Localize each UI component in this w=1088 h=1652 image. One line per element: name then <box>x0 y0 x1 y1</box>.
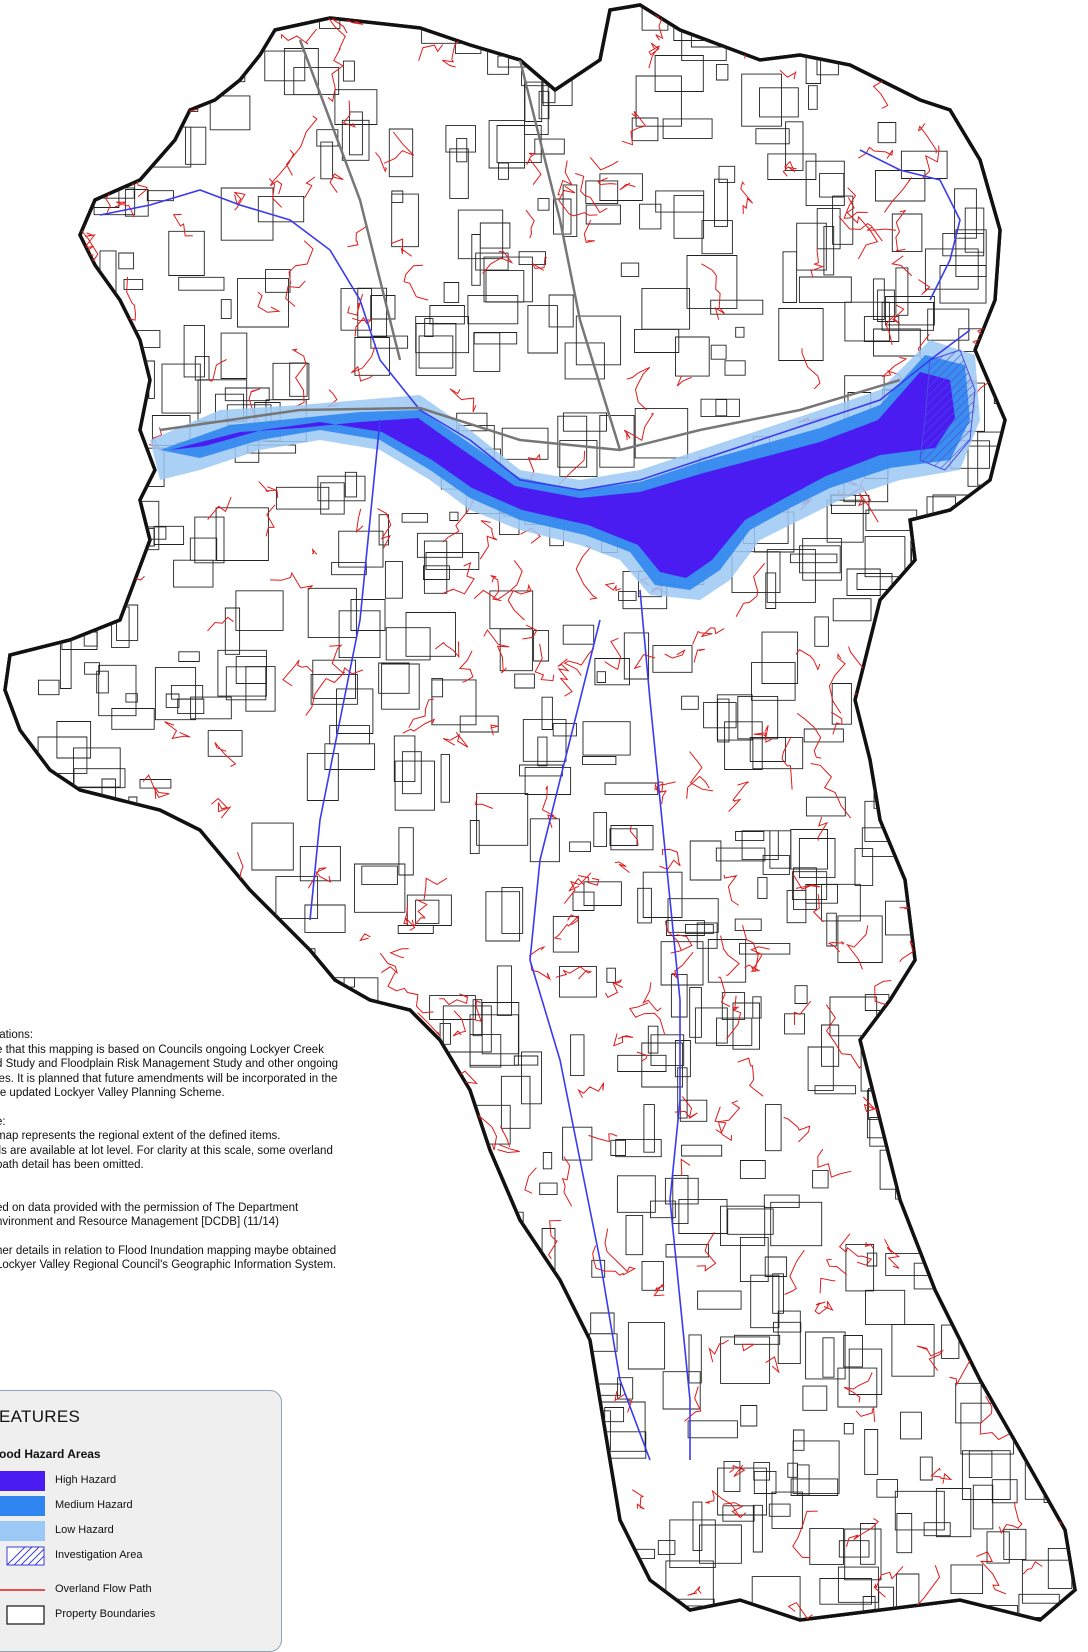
region-outline <box>3 3 1077 1622</box>
legend-subtitle: ood Hazard Areas <box>0 1447 101 1461</box>
low-hazard-swatch <box>0 1521 45 1541</box>
note-line: map represents the regional extent of th… <box>0 1130 281 1142</box>
flood-hazard-zones <box>150 340 980 600</box>
map-legend: EATURES ood Hazard Areas High Hazard Med… <box>0 1390 282 1652</box>
high-hazard-swatch <box>0 1471 45 1491</box>
note-line: Lockyer Valley Regional Council's Geogra… <box>0 1259 337 1271</box>
investigation-area-swatch <box>0 1546 45 1566</box>
legend-label-investigation: Investigation Area <box>55 1549 143 1561</box>
note-line: e that this mapping is based on Councils… <box>0 1043 324 1056</box>
map-notes: tations: e that this mapping is based on… <box>0 1028 436 1273</box>
note-line: path detail has been omitted. <box>0 1159 144 1171</box>
legend-label-low: Low Hazard <box>55 1524 114 1536</box>
legend-title: EATURES <box>0 1407 81 1426</box>
note-line: e: <box>0 1115 6 1128</box>
note-gap <box>0 1230 436 1244</box>
note-line: ils are available at lot level. For clar… <box>0 1144 333 1157</box>
legend-label-medium: Medium Hazard <box>55 1499 133 1511</box>
legend-label-high: High Hazard <box>55 1474 117 1486</box>
medium-hazard-swatch <box>0 1496 45 1516</box>
property-boundary-swatch <box>0 1605 45 1625</box>
note-line: tations: <box>0 1029 34 1041</box>
note-line: d Study and Floodplain Risk Management S… <box>0 1058 339 1070</box>
major-roads <box>159 39 901 452</box>
note-gap <box>0 1173 436 1187</box>
rivers <box>99 149 971 1461</box>
investigation-area <box>919 349 976 471</box>
note-gap <box>0 1101 436 1115</box>
note-line: nvironment and Resource Management [DCDB… <box>0 1216 279 1228</box>
medium-hazard-zone <box>160 355 970 590</box>
legend-label-property: Property Boundaries <box>55 1608 156 1620</box>
note-line: ed on data provided with the permission … <box>0 1201 299 1214</box>
note-line: her details in relation to Flood Inundat… <box>0 1244 337 1257</box>
overland-flow-swatch <box>0 1580 45 1600</box>
legend-label-flow: Overland Flow Path <box>55 1583 152 1595</box>
low-hazard-zone <box>150 340 980 600</box>
note-line: re updated Lockyer Valley Planning Schem… <box>0 1087 225 1099</box>
high-hazard-zone <box>170 372 955 578</box>
note-line: ies. It is planned that future amendment… <box>0 1072 338 1085</box>
note-gap <box>0 1187 436 1201</box>
